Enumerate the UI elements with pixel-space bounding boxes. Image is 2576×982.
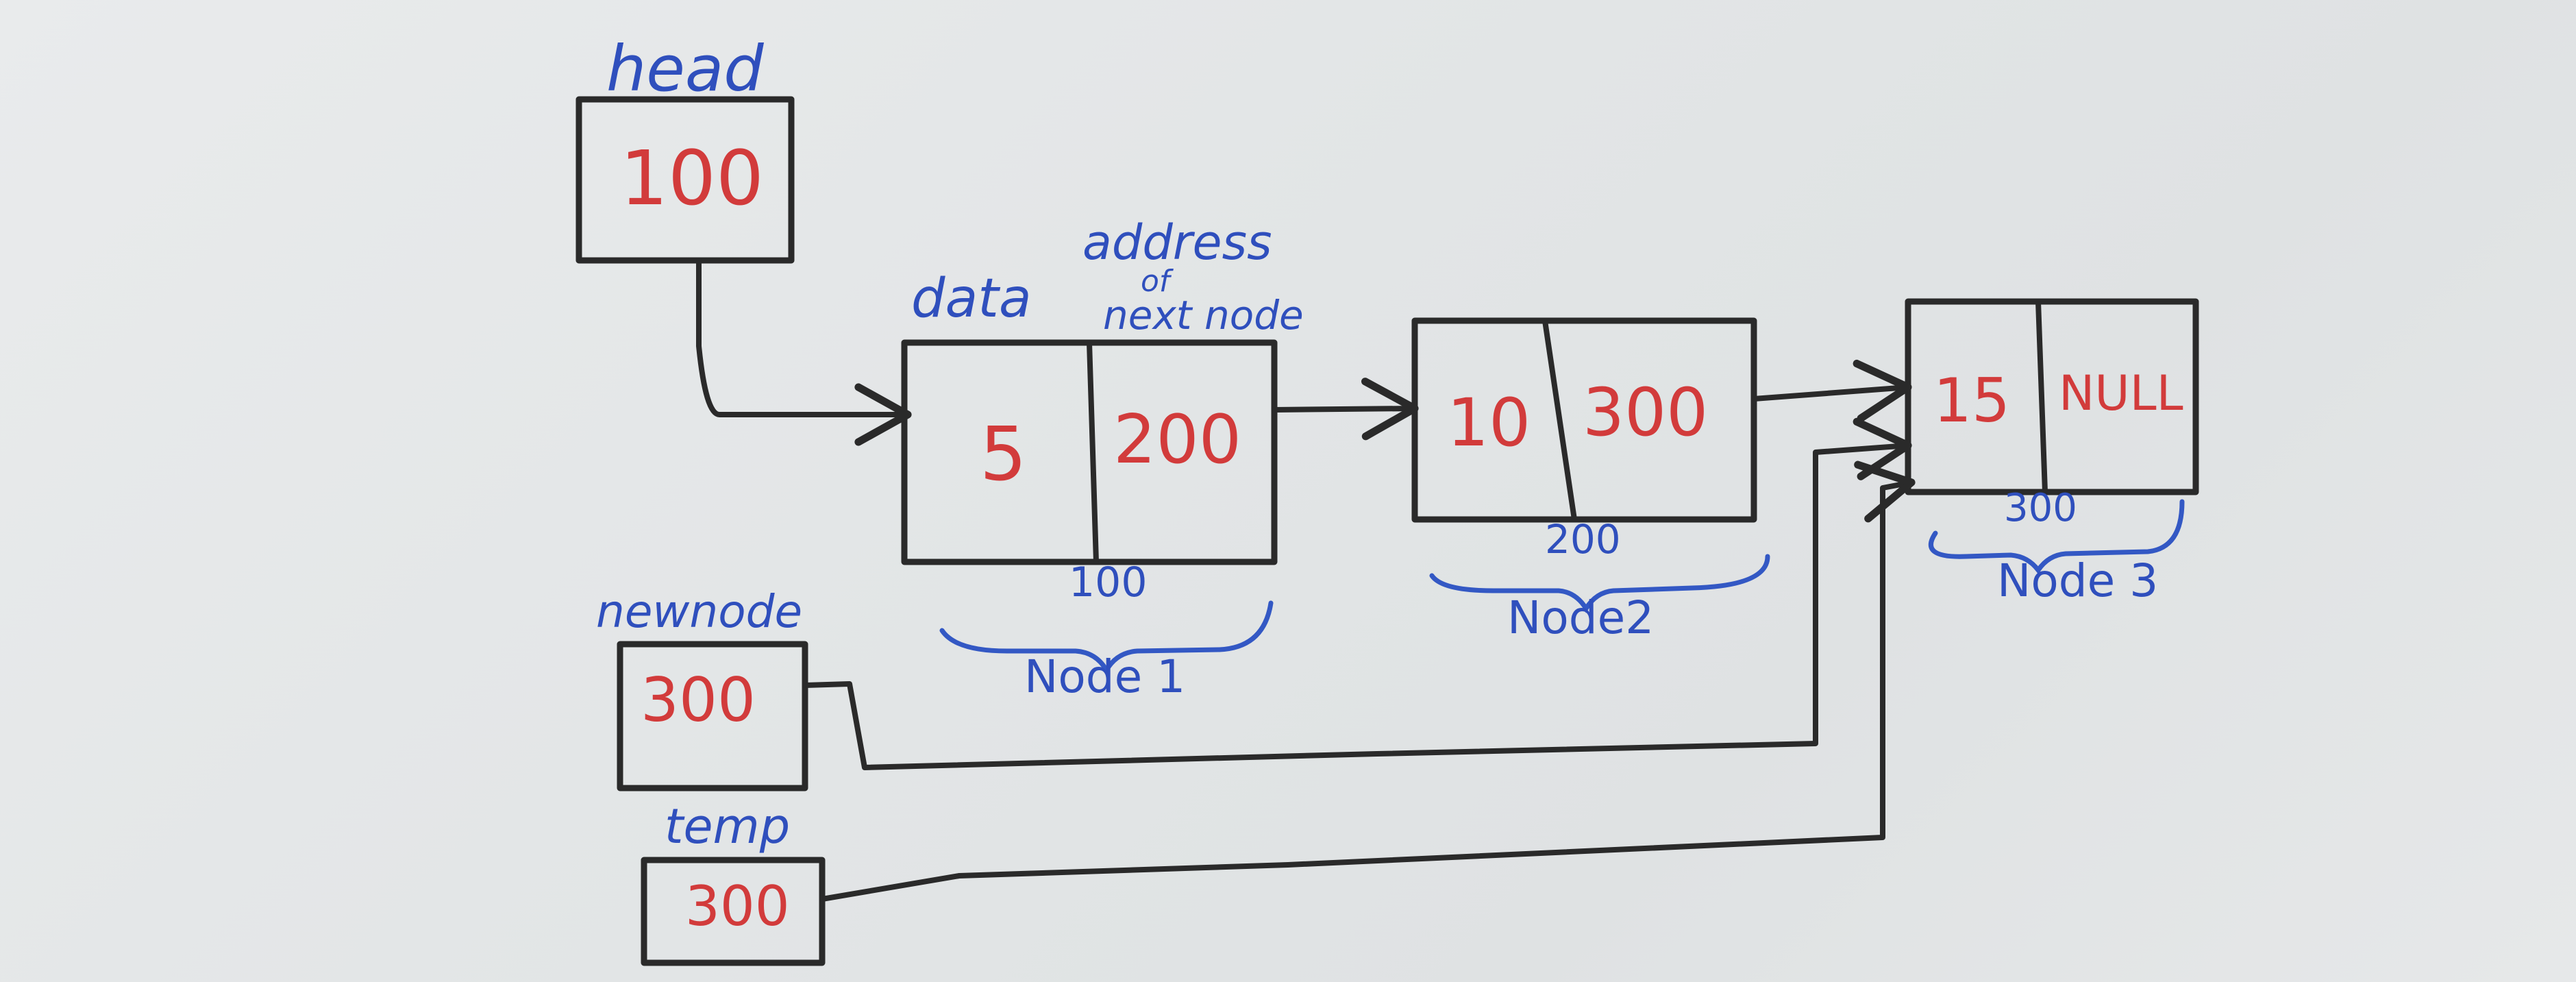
- address-field-label-2: of: [1141, 264, 1174, 299]
- node2-name: Node2: [1507, 591, 1654, 644]
- node1-name: Node 1: [1024, 650, 1185, 703]
- temp-value: 300: [685, 874, 790, 938]
- newnode-value: 300: [641, 665, 756, 735]
- temp-label: temp: [665, 798, 790, 855]
- head-value: 100: [620, 134, 764, 222]
- node2-next: 300: [1583, 374, 1708, 451]
- node1-to-node2-arrow: [1272, 378, 1419, 441]
- node3-data: 15: [1933, 365, 2010, 436]
- node3-brace: [1929, 499, 2185, 575]
- node2-data: 10: [1447, 384, 1531, 461]
- data-field-label: data: [911, 268, 1032, 330]
- head-box: [575, 96, 795, 264]
- node2-divider: [1542, 320, 1577, 520]
- node1-next: 200: [1113, 401, 1241, 479]
- node1-brace: [939, 600, 1274, 675]
- node1-data: 5: [980, 412, 1027, 498]
- node3-box: [1905, 298, 2199, 495]
- node3-address: 300: [2004, 486, 2077, 530]
- address-field-label-3: next node: [1103, 292, 1304, 339]
- node3-next: NULL: [2059, 365, 2183, 421]
- head-to-node1-arrow: [696, 258, 912, 446]
- node2-address: 200: [1545, 516, 1621, 563]
- node2-to-node3-arrow: [1751, 359, 1912, 422]
- temp-to-node3-arrow: [819, 461, 1916, 902]
- node3-name: Node 3: [1997, 554, 2158, 607]
- newnode-box: [617, 641, 808, 791]
- newnode-to-node3-arrow: [802, 417, 1912, 770]
- newnode-label: newnode: [596, 585, 802, 638]
- node3-divider: [2035, 301, 2048, 493]
- temp-box: [641, 857, 826, 966]
- node1-address: 100: [1069, 558, 1148, 606]
- node1-divider: [1087, 342, 1099, 563]
- node2-brace: [1429, 554, 1770, 613]
- address-field-label-1: address: [1082, 214, 1272, 271]
- head-label: head: [606, 32, 764, 106]
- node2-box: [1411, 317, 1757, 523]
